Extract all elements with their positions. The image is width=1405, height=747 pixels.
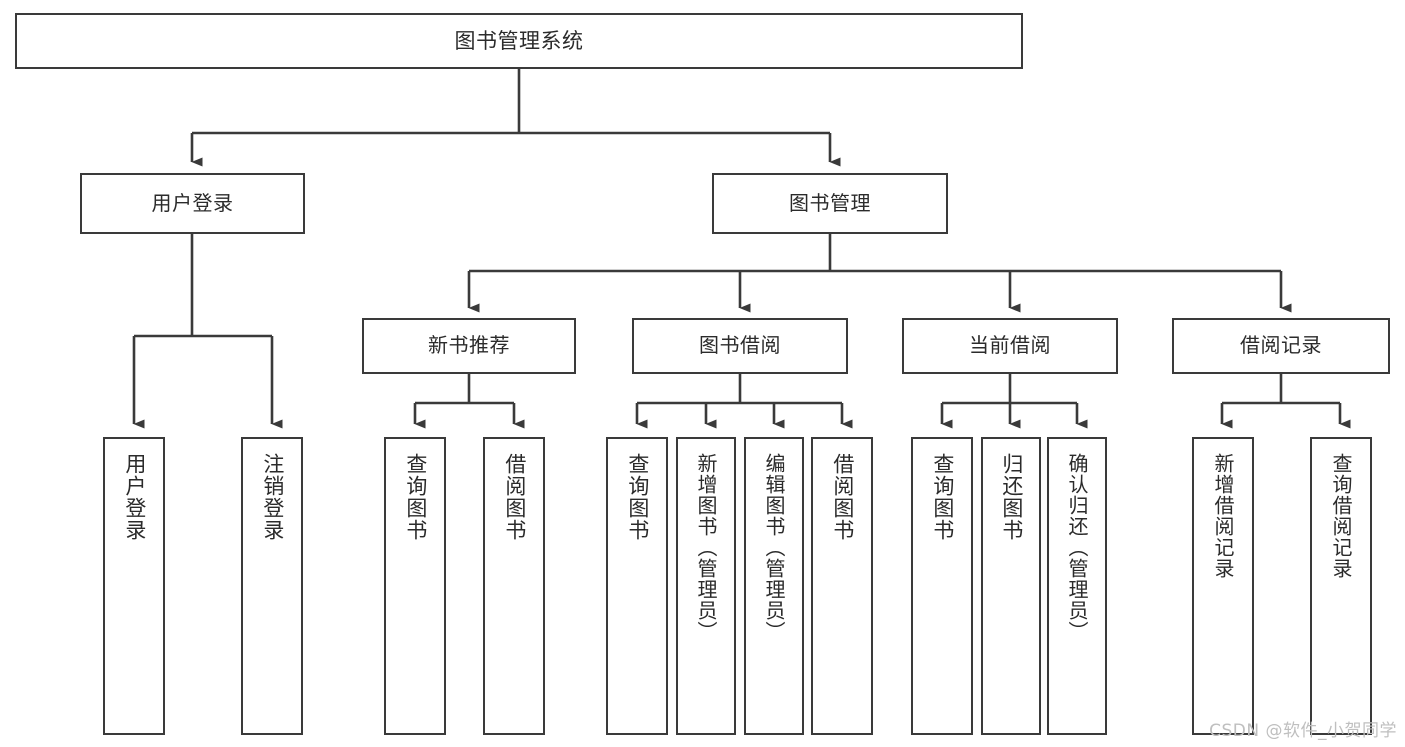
node-leaf-query-borrow-record-label: 查询借阅记录 [1329, 453, 1353, 579]
node-leaf-borrow-book-recommend[interactable]: 借阅图书 [483, 437, 545, 735]
node-book-borrow-label: 图书借阅 [699, 333, 781, 358]
node-leaf-query-book-current-label: 查询图书 [930, 453, 955, 541]
node-leaf-query-book-borrow-label: 查询图书 [625, 453, 650, 541]
node-leaf-borrow-book-borrow[interactable]: 借阅图书 [811, 437, 873, 735]
node-borrow-record-label: 借阅记录 [1240, 333, 1322, 358]
node-leaf-query-book-recommend[interactable]: 查询图书 [384, 437, 446, 735]
node-leaf-add-borrow-record[interactable]: 新增借阅记录 [1192, 437, 1254, 735]
node-leaf-confirm-return-admin-label: 确认归还（管理员） [1065, 453, 1089, 642]
node-current-borrow-label: 当前借阅 [969, 333, 1051, 358]
node-root-system[interactable]: 图书管理系统 [15, 13, 1023, 69]
node-leaf-query-borrow-record[interactable]: 查询借阅记录 [1310, 437, 1372, 735]
node-book-management[interactable]: 图书管理 [712, 173, 948, 234]
node-leaf-query-book-recommend-label: 查询图书 [403, 453, 428, 541]
node-leaf-add-book-admin[interactable]: 新增图书（管理员） [676, 437, 736, 735]
node-leaf-user-login[interactable]: 用户登录 [103, 437, 165, 735]
node-book-management-label: 图书管理 [789, 190, 871, 215]
node-user-login-label: 用户登录 [151, 190, 234, 215]
node-leaf-return-book[interactable]: 归还图书 [981, 437, 1041, 735]
node-leaf-edit-book-admin-label: 编辑图书（管理员） [762, 453, 786, 642]
node-leaf-borrow-book-recommend-label: 借阅图书 [502, 453, 527, 541]
node-leaf-return-book-label: 归还图书 [999, 453, 1024, 541]
node-leaf-edit-book-admin[interactable]: 编辑图书（管理员） [744, 437, 804, 735]
node-leaf-add-borrow-record-label: 新增借阅记录 [1211, 453, 1235, 579]
node-leaf-logout-label: 注销登录 [260, 453, 285, 541]
node-leaf-query-book-borrow[interactable]: 查询图书 [606, 437, 668, 735]
node-book-borrow[interactable]: 图书借阅 [632, 318, 848, 374]
node-leaf-user-login-label: 用户登录 [122, 453, 147, 541]
node-leaf-add-book-admin-label: 新增图书（管理员） [694, 453, 718, 642]
node-leaf-logout[interactable]: 注销登录 [241, 437, 303, 735]
node-leaf-query-book-current[interactable]: 查询图书 [911, 437, 973, 735]
node-leaf-borrow-book-borrow-label: 借阅图书 [830, 453, 855, 541]
node-leaf-confirm-return-admin[interactable]: 确认归还（管理员） [1047, 437, 1107, 735]
node-new-book-recommend-label: 新书推荐 [428, 333, 510, 358]
node-new-book-recommend[interactable]: 新书推荐 [362, 318, 576, 374]
node-current-borrow[interactable]: 当前借阅 [902, 318, 1118, 374]
node-borrow-record[interactable]: 借阅记录 [1172, 318, 1390, 374]
node-user-login[interactable]: 用户登录 [80, 173, 305, 234]
node-root-system-label: 图书管理系统 [454, 28, 584, 53]
